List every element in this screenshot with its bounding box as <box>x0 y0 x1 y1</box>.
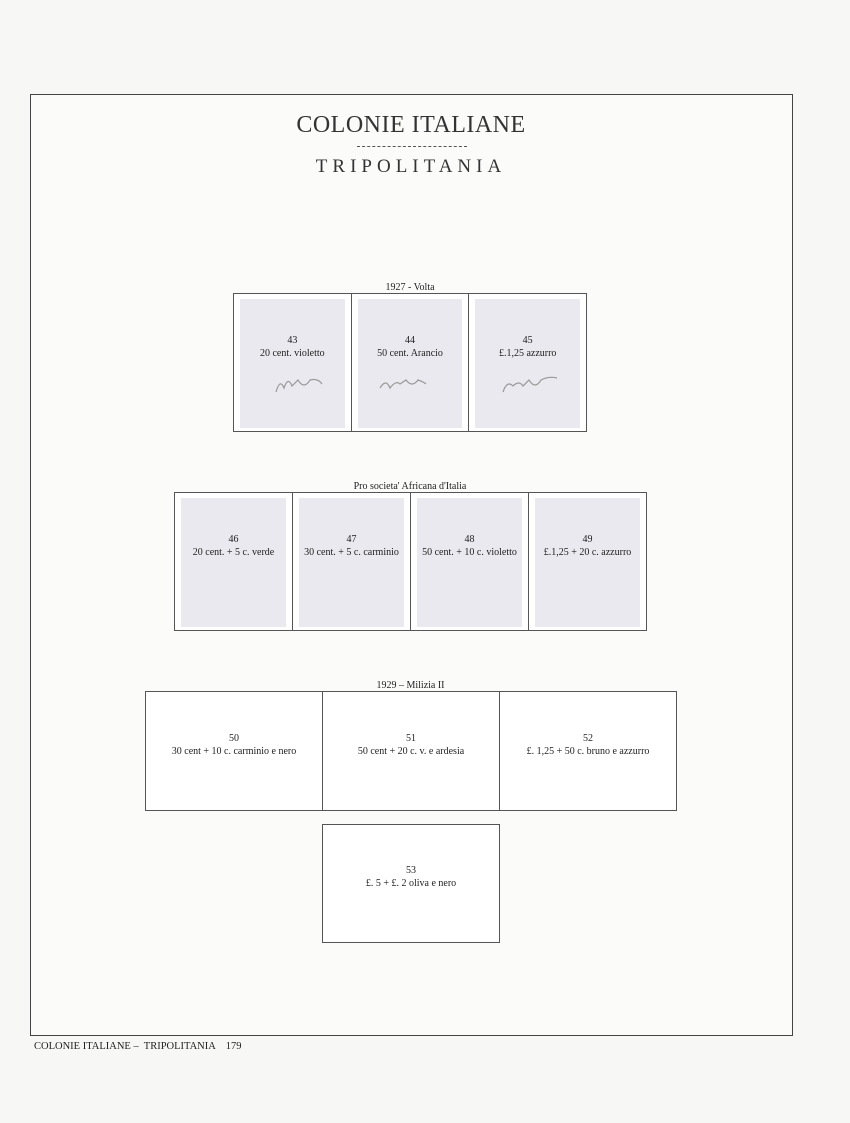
stamp-slot: 47 30 cent. + 5 c. carminio <box>293 493 411 630</box>
page-title: COLONIE ITALIANE <box>296 112 526 138</box>
stamp-description: 50 cent. + 10 c. violetto <box>422 547 517 558</box>
stamp-slot: 46 20 cent. + 5 c. verde <box>175 493 293 630</box>
stamp-number: 50 <box>229 733 239 744</box>
stamp-description: 30 cent + 10 c. carminio e nero <box>171 746 297 757</box>
stamp-number: 43 <box>287 335 298 346</box>
stamp-description: 20 cent. violetto <box>259 348 325 359</box>
stamp-slot: 48 50 cent. + 10 c. violetto <box>411 493 529 630</box>
section-title: 1927 - Volta <box>385 282 435 293</box>
stamp-description: 20 cent. + 5 c. verde <box>192 547 275 558</box>
stamp-mount <box>357 299 463 428</box>
stamp-number: 49 <box>582 534 593 545</box>
section-title: Pro societa' Africana d'Italia <box>353 481 467 492</box>
stamp-slot: 53 £. 5 + £. 2 oliva e nero <box>323 825 499 942</box>
stamp-number: 45 <box>522 335 533 346</box>
stamp-description: 50 cent. Arancio <box>377 348 443 359</box>
page-subtitle: TRIPOLITANIA <box>315 156 507 177</box>
title-divider <box>357 146 467 147</box>
pencil-mark-icon <box>275 378 323 393</box>
stamp-slot: 52 £. 1,25 + 50 c. bruno e azzurro <box>500 692 676 810</box>
stamp-number: 47 <box>346 534 357 545</box>
stamp-slot: 50 30 cent + 10 c. carminio e nero <box>146 692 323 810</box>
pencil-mark-icon <box>502 376 558 393</box>
stamp-number: 46 <box>228 534 239 545</box>
section-title: 1929 – Milizia II <box>376 680 445 691</box>
stamp-mount <box>181 498 286 627</box>
stamp-row: 53 £. 5 + £. 2 oliva e nero <box>322 824 500 943</box>
stamp-description: 50 cent + 20 c. v. e ardesia <box>357 746 465 757</box>
stamp-slot: 45 £.1,25 azzurro <box>469 294 586 431</box>
stamp-number: 44 <box>405 335 415 346</box>
stamp-mount <box>535 498 640 627</box>
stamp-mount <box>240 299 345 428</box>
stamp-description: 30 cent. + 5 c. carminio <box>304 547 399 558</box>
stamp-slot: 51 50 cent + 20 c. v. e ardesia <box>323 692 500 810</box>
stamp-row: 50 30 cent + 10 c. carminio e nero 51 50… <box>145 691 677 811</box>
stamp-description: £.1,25 + 20 c. azzurro <box>543 547 632 558</box>
stamp-slot: 49 £.1,25 + 20 c. azzurro <box>529 493 646 630</box>
stamp-description: £.1,25 azzurro <box>498 348 557 359</box>
stamp-row: 43 20 cent. violetto 44 50 cent. Arancio… <box>233 293 587 432</box>
stamp-slot: 43 20 cent. violetto <box>234 294 352 431</box>
stamp-description: £. 5 + £. 2 oliva e nero <box>365 878 457 889</box>
stamp-description: £. 1,25 + 50 c. bruno e azzurro <box>526 746 650 757</box>
stamp-number: 52 <box>583 733 593 744</box>
stamp-mount <box>417 498 522 627</box>
stamp-slot: 44 50 cent. Arancio <box>352 294 470 431</box>
page-footer: COLONIE ITALIANE – TRIPOLITANIA 179 <box>34 1041 242 1052</box>
stamp-mount <box>299 498 404 627</box>
stamp-number: 51 <box>406 733 416 744</box>
pencil-mark-icon <box>379 379 427 390</box>
stamp-row: 46 20 cent. + 5 c. verde 47 30 cent. + 5… <box>174 492 647 631</box>
stamp-number: 48 <box>464 534 475 545</box>
stamp-mount <box>475 299 581 428</box>
stamp-number: 53 <box>406 865 416 876</box>
